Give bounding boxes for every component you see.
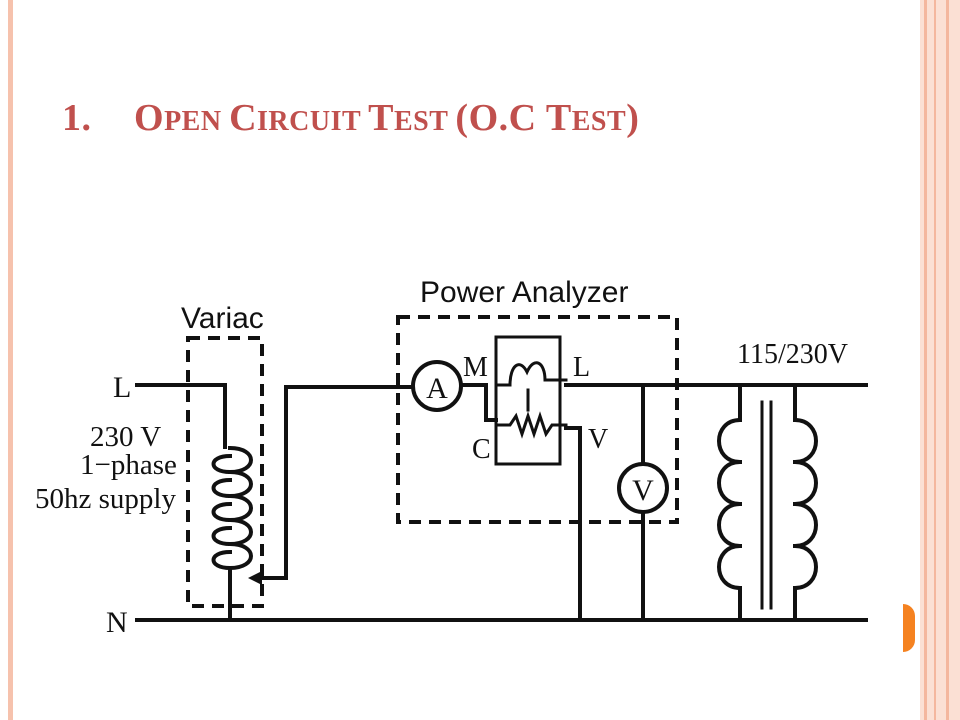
ammeter-circle xyxy=(411,360,463,412)
neutral-label: N xyxy=(106,606,128,639)
supply-voltage-label: 230 V xyxy=(90,421,161,453)
line-label: L xyxy=(113,371,131,404)
power-analyzer-dashed-box xyxy=(396,315,679,524)
line-wire xyxy=(135,383,227,449)
wattmeter-terminal-c: C xyxy=(472,434,491,465)
wattmeter-terminal-v: V xyxy=(588,424,608,455)
left-border-strip xyxy=(8,0,13,720)
variac-dashed-box xyxy=(186,336,264,608)
variac-coil xyxy=(211,445,253,622)
ammeter-label: A xyxy=(426,372,448,405)
transformer-secondary-coil xyxy=(792,417,818,591)
voltmeter-circle xyxy=(617,462,669,514)
wattmeter-terminal-l: L xyxy=(573,352,590,383)
right-border-panel xyxy=(920,0,960,720)
variac-output-wire xyxy=(253,385,288,580)
variac-wiper-arrow xyxy=(248,571,262,585)
supply-phase-label: 1−phase xyxy=(80,449,177,481)
variac-label: Variac xyxy=(181,302,264,335)
pressure-coil xyxy=(494,411,568,439)
wattmeter-terminal-m: M xyxy=(463,352,488,383)
title-word-open: OPEN xyxy=(134,97,230,139)
supply-frequency-label: 50hz supply xyxy=(35,483,176,515)
title-word-circuit: CIRCUIT xyxy=(229,97,369,139)
accent-tab xyxy=(903,604,915,652)
ammeter-to-wattmeter-wire xyxy=(459,383,498,422)
transformer-primary-coil xyxy=(717,417,743,591)
transformer-core xyxy=(760,400,773,610)
title-word-test: TEST xyxy=(368,97,456,139)
power-analyzer-label: Power Analyzer xyxy=(420,276,628,309)
slide-title: 1. OPEN CIRCUIT TEST (O.C TEST) xyxy=(62,96,639,140)
wattmeter-box xyxy=(494,335,562,466)
voltmeter-label: V xyxy=(632,474,654,507)
pressure-coil-return-wire xyxy=(564,426,582,622)
title-word-oc-test: (O.C TEST xyxy=(455,97,627,139)
current-coil xyxy=(494,361,568,387)
title-number: 1. xyxy=(62,97,92,139)
transformer-rating-label: 115/230V xyxy=(737,339,848,370)
title-close-paren: ) xyxy=(626,97,640,139)
